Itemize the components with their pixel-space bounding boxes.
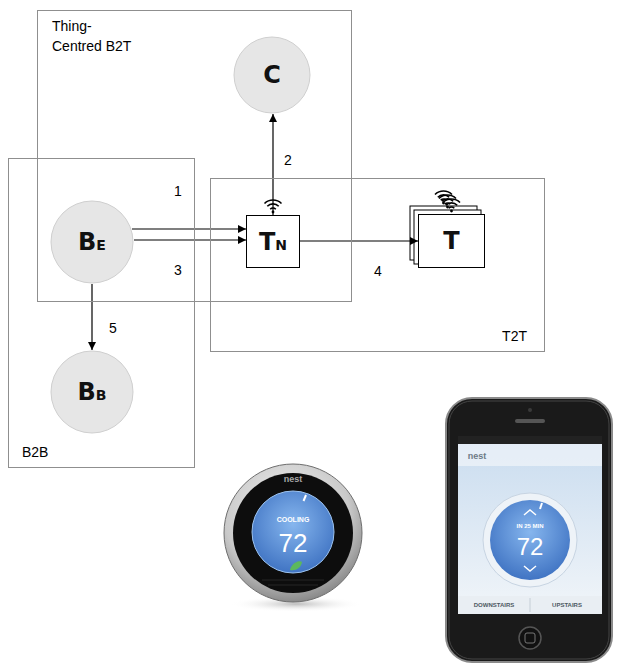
phone-camera — [528, 408, 532, 412]
edge-number: 5 — [109, 321, 117, 335]
flow-arrow — [300, 240, 418, 241]
wifi-symbol — [443, 199, 460, 212]
edge-number: 3 — [174, 263, 182, 277]
thermostat-face — [233, 473, 353, 593]
app-tabs — [458, 596, 602, 614]
region-label: Thing- Centred B2T — [52, 16, 142, 56]
down-chevron — [524, 566, 536, 571]
up-chevron — [524, 510, 536, 515]
app-dial-ring — [483, 493, 577, 587]
thing-box: T — [418, 214, 485, 268]
dial-tick — [540, 503, 542, 509]
actor-circle: BB — [50, 350, 134, 434]
region-label: B2B — [22, 442, 48, 462]
phone-speaker — [515, 419, 545, 423]
app-dial — [490, 500, 570, 580]
device-text: 72 — [517, 535, 544, 559]
flow-arrow — [132, 228, 246, 229]
actor-circle: BE — [50, 200, 134, 284]
node-label: TN — [259, 230, 287, 254]
flow-arrow — [272, 114, 273, 215]
thermostat-grille — [262, 580, 324, 581]
home-button-mark — [525, 633, 535, 643]
phone-bezel — [449, 401, 609, 659]
node-label: T — [443, 229, 459, 253]
thermostat-dial — [252, 491, 334, 573]
wifi-symbol — [439, 195, 456, 208]
circle-shape — [234, 37, 310, 113]
region-label: T2T — [502, 326, 527, 346]
flow-arrow — [91, 284, 92, 350]
app-header — [458, 444, 602, 466]
device-text: IN 25 MIN — [516, 523, 543, 529]
thermostat-ring — [224, 464, 362, 602]
flow-arrow — [134, 239, 246, 240]
actor-circle: C — [233, 36, 311, 114]
node-label: BE — [78, 230, 106, 254]
home-button — [519, 627, 541, 649]
circle-shape — [51, 201, 133, 283]
device-text: nest — [284, 475, 303, 484]
device-text: DOWNSTAIRS — [474, 602, 515, 608]
dial-tick — [304, 495, 307, 501]
circle-shape — [51, 351, 133, 433]
leaf-icon — [290, 561, 302, 570]
region-box: B2B BE BB — [8, 158, 195, 468]
node-label: BB — [78, 380, 107, 404]
device-text: UPSTAIRS — [552, 602, 582, 608]
tab-divider — [530, 598, 531, 612]
edge-number: 2 — [284, 153, 292, 167]
node-label: C — [263, 63, 281, 87]
edge-number: 1 — [174, 184, 182, 198]
thermostat-grille — [268, 585, 318, 586]
edge-number: 4 — [374, 264, 382, 278]
phone-body — [446, 398, 612, 662]
status-bar — [458, 436, 602, 444]
device-text: COOLING — [277, 516, 310, 523]
device-text: nest — [468, 452, 487, 461]
phone-screen — [458, 436, 602, 614]
thing-box: TN — [246, 215, 300, 268]
device-text: 72 — [279, 530, 308, 556]
